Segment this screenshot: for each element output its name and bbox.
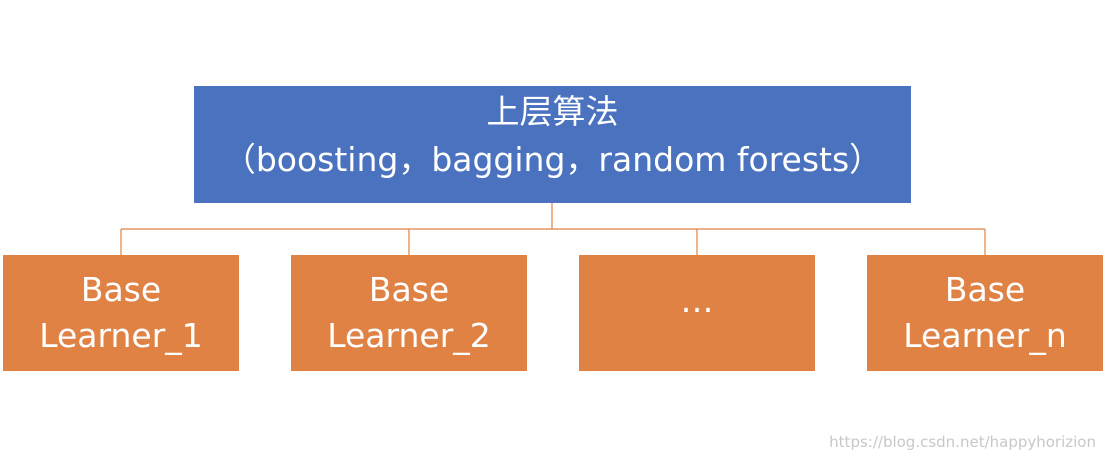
watermark-text: https://blog.csdn.net/happyhorizion — [829, 433, 1096, 451]
top-algorithm-node: 上层算法 （boosting，bagging，random forests） — [194, 86, 911, 203]
base-learner-label-n: Base Learner_n — [903, 270, 1067, 355]
base-learner-node-n: Base Learner_n — [867, 255, 1103, 371]
top-node-title: 上层算法 — [486, 92, 619, 131]
base-learner-node-2: Base Learner_2 — [291, 255, 527, 371]
top-node-subtitle: （boosting，bagging，random forests） — [222, 140, 883, 179]
base-learner-label-ellipsis: … — [680, 281, 714, 320]
base-learner-label-2: Base Learner_2 — [327, 270, 491, 355]
base-learner-label-1: Base Learner_1 — [39, 270, 203, 355]
base-learner-node-1: Base Learner_1 — [3, 255, 239, 371]
base-learner-node-ellipsis: … — [579, 255, 815, 371]
